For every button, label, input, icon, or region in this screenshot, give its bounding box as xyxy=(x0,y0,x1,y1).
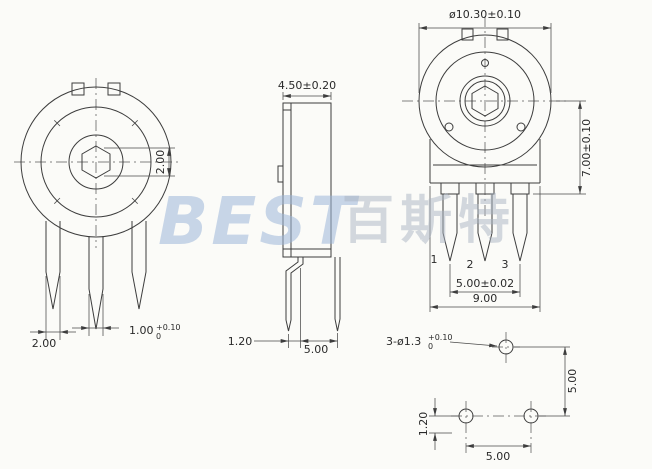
dim-pin-width-left: 2.00 xyxy=(30,276,76,350)
bent-pin xyxy=(285,257,304,332)
dim-diameter-label: ø10.30±0.10 xyxy=(449,8,521,21)
straight-pin xyxy=(334,257,341,332)
centerlines xyxy=(402,16,570,220)
dim-pin-pitch-label: 5.00±0.02 xyxy=(456,277,514,290)
pin-1 xyxy=(442,194,458,262)
hole-callout: 3-ø1.3 +0.10 0 xyxy=(386,333,498,351)
dim-side-width: 4.50±0.20 xyxy=(278,79,336,100)
dim-row-spacing-label: 5.00 xyxy=(566,369,579,394)
side-lug xyxy=(277,165,284,183)
pin-left xyxy=(45,221,61,310)
hex-shaft-hole xyxy=(471,85,499,117)
hole-callout-tol-upper: +0.10 xyxy=(428,333,453,342)
hole-callout-label: 3-ø1.3 xyxy=(386,335,421,348)
pins: 1 2 3 xyxy=(431,194,528,271)
pin-middle xyxy=(88,236,104,330)
pin-3-number: 3 xyxy=(502,258,509,271)
dim-hole-spacing-label: 5.00 xyxy=(486,450,511,463)
dim-pin-width-left-label: 2.00 xyxy=(32,337,57,350)
dim-pin-offset-label: 1.20 xyxy=(228,335,253,348)
pin-2-number: 2 xyxy=(467,258,474,271)
top-tab-right xyxy=(107,82,121,96)
pin-3 xyxy=(512,194,528,262)
pin-right xyxy=(131,221,147,310)
dim-mid-pin-width: 1.00 +0.10 0 xyxy=(72,294,181,341)
hex-shaft-hole xyxy=(81,145,111,179)
body-lower xyxy=(429,139,541,195)
view-front-right: 1 2 3 ø10.30±0.10 5.00±0.02 9.00 7.00±0. xyxy=(402,8,593,312)
watermark-brand-cjk: 百斯特 xyxy=(342,191,516,251)
dim-offset: 1.20 xyxy=(417,398,459,450)
dim-row-spacing: 5.00 xyxy=(514,346,579,417)
top-tab-left xyxy=(71,82,85,96)
dim-hex-size-label: 2.00 xyxy=(154,150,167,175)
pin-2 xyxy=(477,194,493,262)
dim-body-width-label: 9.00 xyxy=(473,292,498,305)
view-footprint: 3-ø1.3 +0.10 0 5.00 1.20 5.00 xyxy=(386,332,579,463)
dim-hole-spacing: 5.00 xyxy=(466,444,531,463)
side-pins xyxy=(285,257,341,332)
dim-height-label: 7.00±0.10 xyxy=(580,119,593,177)
pin-1-number: 1 xyxy=(431,253,438,266)
view-side: 4.50±0.20 1.20 5.00 xyxy=(228,79,341,356)
rivet-hole-right xyxy=(516,122,526,132)
body-circles xyxy=(20,82,172,238)
index-hole-top xyxy=(481,59,489,67)
dim-side-width-label: 4.50±0.20 xyxy=(278,79,336,92)
centerlines xyxy=(14,78,182,248)
dim-diameter: ø10.30±0.10 xyxy=(418,8,552,93)
view-front-left: 2.00 2.00 1.00 +0.10 0 xyxy=(14,78,182,350)
watermark-brand: BEST xyxy=(158,183,360,260)
dim-mid-pin-tol-lower: 0 xyxy=(156,332,161,341)
dim-body-width: 9.00 xyxy=(429,186,541,312)
dim-pin-offset: 1.20 5.00 xyxy=(228,268,338,356)
dim-height: 7.00±0.10 xyxy=(533,100,593,195)
body-circles xyxy=(418,28,552,168)
dim-hex-size: 2.00 xyxy=(104,147,175,177)
dim-pin-span-label: 5.00 xyxy=(304,343,329,356)
dim-mid-pin-tol-upper: +0.10 xyxy=(156,323,181,332)
watermark: BEST 百斯特 xyxy=(158,183,516,260)
dim-offset-label: 1.20 xyxy=(417,412,430,437)
hole-callout-tol-lower: 0 xyxy=(428,342,433,351)
holes xyxy=(451,332,546,453)
rivet-hole-left xyxy=(444,122,454,132)
pins xyxy=(45,221,147,330)
dim-mid-pin-label: 1.00 xyxy=(129,324,154,337)
side-body xyxy=(277,102,332,258)
dim-pin-pitch: 5.00±0.02 xyxy=(449,264,521,297)
